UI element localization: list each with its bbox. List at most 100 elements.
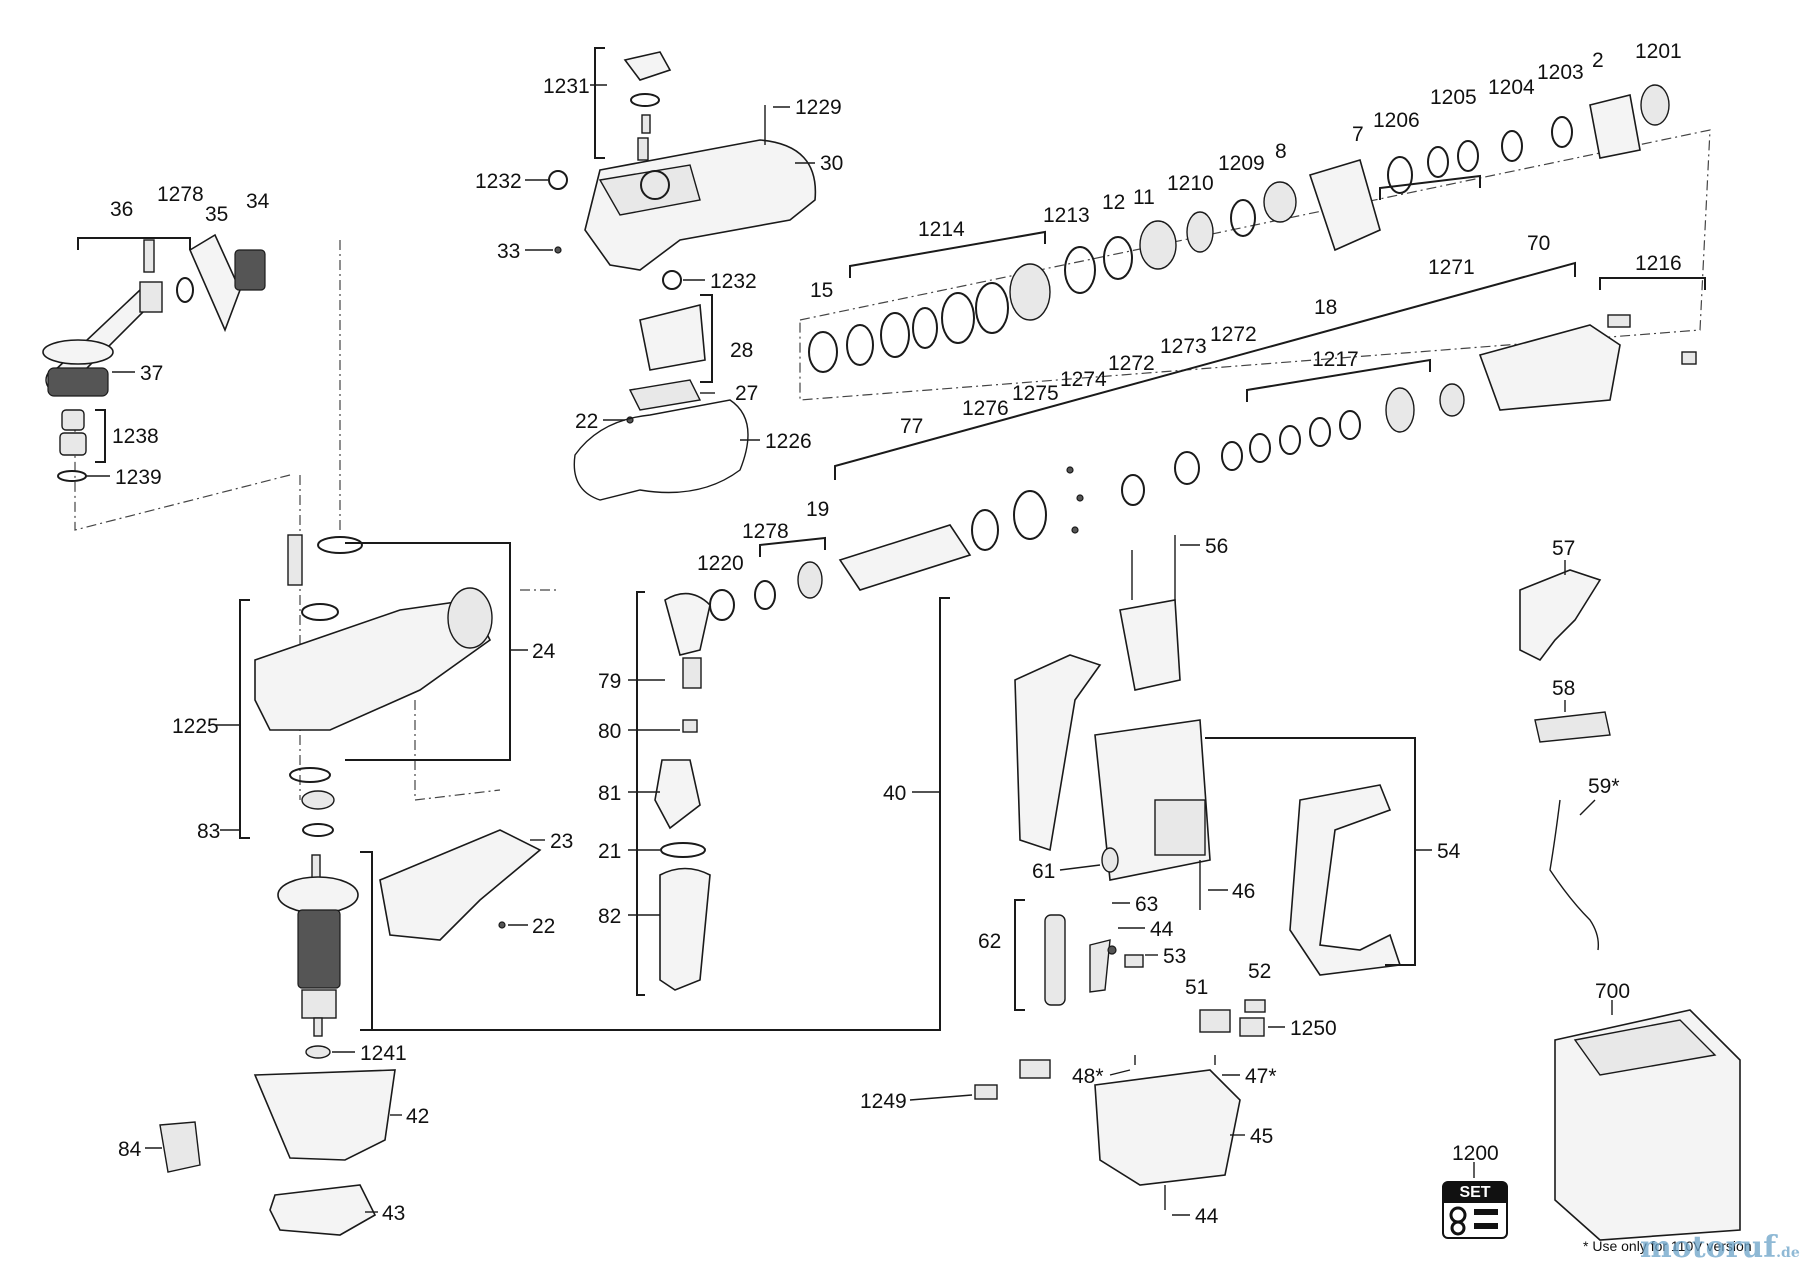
bracket-54 [1205,737,1416,966]
label-21: 21 [598,840,621,863]
label-panel [1154,799,1206,856]
label-56: 56 [1205,535,1228,558]
label-1213: 1213 [1043,204,1090,227]
ring-1278-b [754,580,776,610]
label-84: 84 [118,1138,142,1161]
motor-cover-45 [1094,1069,1241,1186]
label-33: 33 [497,240,520,263]
key-1216-a [1607,314,1631,328]
label-1272-b: 1272 [1210,323,1257,346]
leader-61 [1059,864,1101,871]
circlip [289,767,331,783]
ring-1213 [1064,246,1096,294]
label-1229: 1229 [795,96,842,119]
leader-48 [1109,1069,1131,1076]
label-700: 700 [1595,980,1630,1003]
gear-top [42,339,114,365]
key-1216-b [1681,351,1697,365]
bracket-18 [834,261,1576,480]
label-1205: 1205 [1430,86,1477,109]
bracket-1225 [239,599,250,839]
label-62: 62 [978,930,1001,953]
washer-1232-b [662,270,682,290]
leader-1249 [909,1094,973,1101]
bracket-1216 [1599,277,1706,290]
label-63: 63 [1135,893,1158,916]
clamp-81 [654,759,701,830]
nut-80 [682,719,698,733]
cap-1201 [1640,84,1670,126]
footnote: * Use only for 110V version [1583,1238,1752,1254]
clip-1203 [1551,116,1573,148]
striker-1217 [1385,387,1415,433]
label-7: 7 [1352,123,1364,146]
selector-knob [623,51,672,81]
watermark-tld: .de [1776,1245,1800,1261]
shaft [287,534,303,586]
set-badge-text: SET [1444,1183,1506,1203]
bearing-1241 [305,1045,331,1059]
label-30: 30 [820,152,843,175]
label-54: 54 [1437,840,1461,863]
label-24: 24 [532,640,556,663]
rear-handle-54 [1289,784,1402,976]
handle-band-79 [664,592,711,656]
gear-segment-35 [188,233,241,333]
label-82: 82 [598,905,621,928]
grip-82 [659,867,711,991]
part-1210 [1186,211,1214,253]
screw-44-a [1107,945,1117,955]
label-1250: 1250 [1290,1017,1337,1040]
gear-37 [47,367,109,397]
motor-housing-42 [253,1069,396,1161]
gear-housing-group [548,51,817,501]
label-34: 34 [246,190,270,213]
pin [637,137,649,161]
clutch-34 [234,249,266,291]
housing-nose [447,587,493,649]
bracket-1214 [849,230,1046,278]
switch-57 [1519,569,1602,662]
ring-1272-a [1121,474,1145,506]
cover-23 [379,829,542,941]
label-40: 40 [883,782,906,805]
retaining-ring [302,823,334,837]
label-35: 35 [205,203,228,226]
accessories-group [1519,569,1741,1241]
label-83: 83 [197,820,220,843]
crank-group [42,233,266,482]
label-1232-b: 1232 [710,270,757,293]
side-handle-group [654,592,711,991]
label-1241: 1241 [360,1042,407,1065]
armature-shaft-bottom [313,1017,323,1037]
ring-1275 [1013,490,1047,540]
bracket-19 [759,536,826,557]
brush-holder-51 [1199,1009,1231,1033]
label-80: 80 [598,720,621,743]
handle-strap [682,657,702,689]
part-labels: 1231 1229 30 1232 1232 33 28 27 22 1226 … [110,40,1682,1228]
label-1203: 1203 [1537,61,1584,84]
label-84 [159,1121,201,1173]
module-58 [1534,711,1611,743]
label-37: 37 [140,362,163,385]
watermark-text: motoruf [1640,1230,1777,1265]
bracket-62 [1014,899,1025,1011]
ring-1272-b [1221,441,1243,471]
washer-1239 [57,470,87,482]
label-1200: 1200 [1452,1142,1499,1165]
ring-1214-d [941,292,975,344]
label-47: 47* [1245,1065,1277,1088]
bracket-1231 [594,47,605,159]
brush-52 [1244,999,1266,1013]
label-1238: 1238 [112,425,159,448]
label-1273: 1273 [1160,335,1207,358]
brush-1249 [974,1084,998,1100]
axis-front-assembly [799,129,1711,401]
ring-1214-e [975,282,1009,334]
intermediate-housing [254,599,492,731]
armature-group [159,854,396,1236]
spring-11 [1139,220,1177,270]
